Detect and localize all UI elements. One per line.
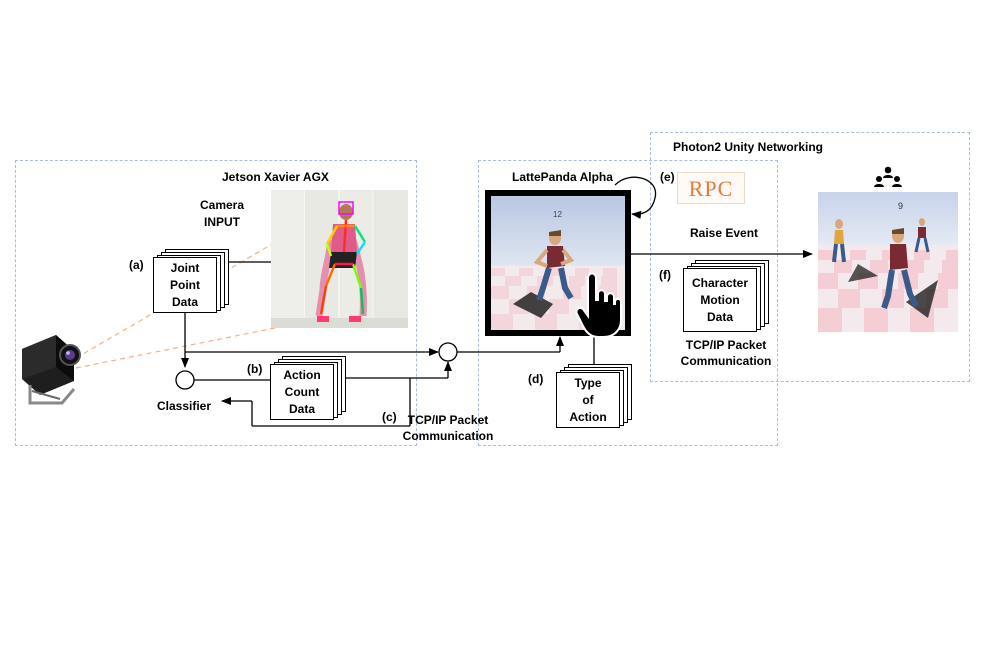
box-type-of-action: Type of Action: [556, 364, 632, 428]
box-action-count-data: Action Count Data: [270, 356, 346, 420]
rpc-logo: RPC: [677, 172, 745, 204]
pose-input-photo: [271, 190, 408, 328]
action-count-line-3: Data: [288, 401, 315, 416]
lattepanda-counter: 12: [553, 210, 562, 219]
box-joint-point-data: Joint Point Data: [153, 249, 229, 313]
tcp-f-line-2: Communication: [680, 354, 772, 368]
marker-e: (e): [660, 170, 675, 184]
camera-input-label: Camera INPUT: [197, 197, 247, 231]
type-of-action-line-2: of: [582, 392, 594, 407]
photon-avatars: [818, 218, 958, 332]
classifier-label: Classifier: [157, 399, 212, 413]
photon-counter: 9: [898, 201, 904, 211]
marker-a: (a): [129, 258, 144, 272]
merge-node: [438, 342, 458, 362]
region-lattepanda: [478, 160, 778, 446]
type-of-action-line-3: Action: [569, 409, 607, 424]
joint-point-line-3: Data: [171, 294, 198, 309]
raise-event-label: Raise Event: [690, 226, 759, 240]
character-motion-line-3: Data: [706, 309, 733, 324]
refresh-loop-icon: [614, 176, 657, 219]
tcp-label-c: TCP/IP Packet Communication: [396, 412, 500, 444]
character-motion-line-1: Character: [691, 275, 749, 290]
camera-input-line-1: Camera: [199, 198, 245, 212]
action-count-line-2: Count: [284, 384, 320, 399]
marker-d: (d): [528, 372, 544, 386]
joint-point-line-2: Point: [170, 277, 200, 292]
region-title-lattepanda: LattePanda Alpha: [512, 170, 613, 184]
hand-pointer-icon: [575, 272, 622, 338]
tcp-label-f: TCP/IP Packet Communication: [668, 337, 784, 369]
region-jetson: [15, 160, 417, 446]
joint-point-line-1: Joint: [170, 260, 200, 275]
tcp-c-line-2: Communication: [402, 429, 494, 443]
photon-multiplayer-screen: 9: [818, 192, 958, 332]
tcp-c-line-1: TCP/IP Packet: [407, 413, 489, 427]
region-title-jetson: Jetson Xavier AGX: [222, 170, 329, 184]
classifier-node: [175, 370, 195, 390]
users-group-icon: [874, 166, 902, 187]
marker-c: (c): [382, 410, 397, 424]
camera-icon: [22, 335, 81, 405]
rpc-logo-text: RPC: [688, 176, 734, 201]
region-title-photon: Photon2 Unity Networking: [673, 140, 823, 154]
type-of-action-line-1: Type: [574, 375, 602, 390]
region-photon: [650, 132, 970, 382]
camera-input-line-2: INPUT: [204, 215, 240, 229]
pose-skeleton-icon: [271, 201, 408, 328]
marker-f: (f): [659, 268, 671, 282]
tcp-f-line-1: TCP/IP Packet: [685, 338, 767, 352]
marker-b: (b): [247, 362, 263, 376]
character-motion-line-2: Motion: [700, 292, 740, 307]
box-character-motion-data: Character Motion Data: [683, 260, 771, 332]
action-count-line-1: Action: [283, 367, 321, 382]
